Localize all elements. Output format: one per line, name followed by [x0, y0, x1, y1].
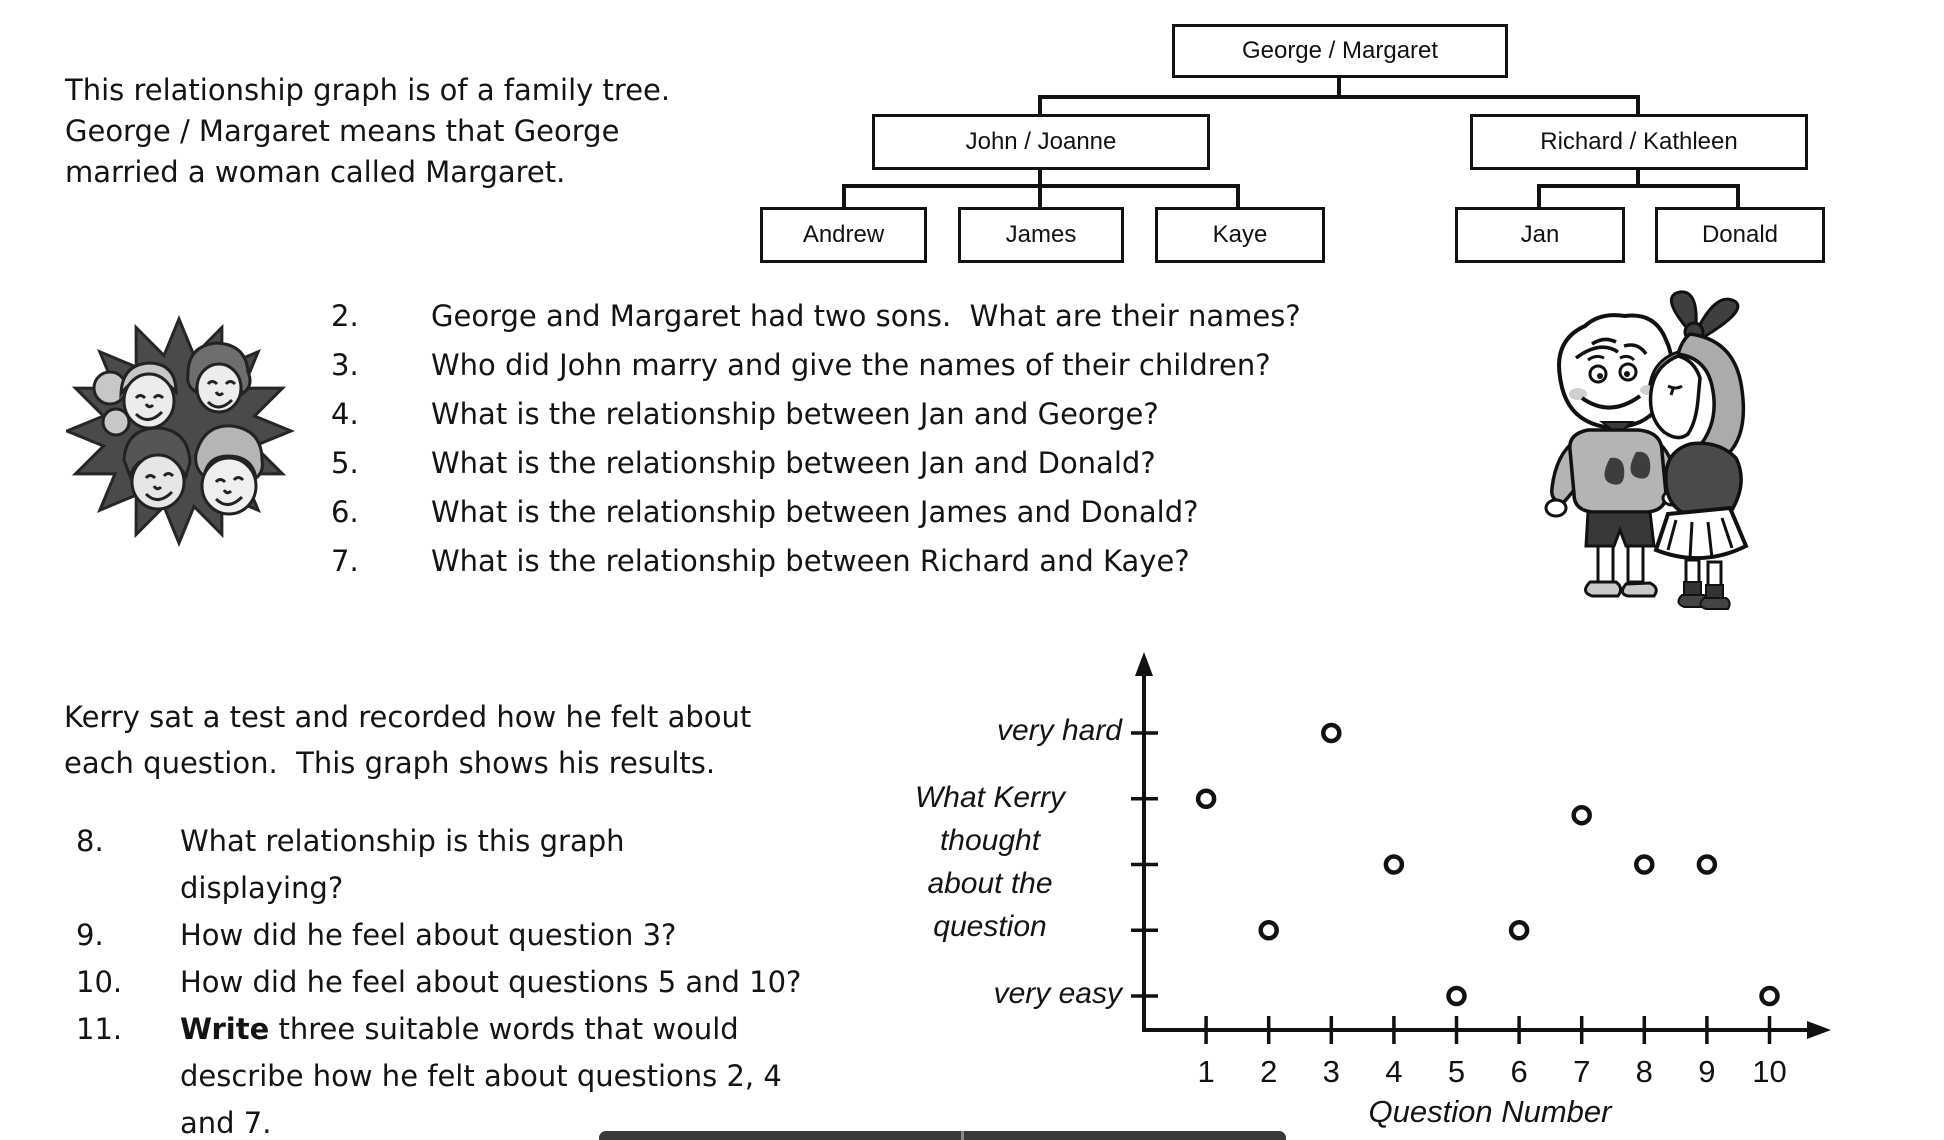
x-axis-title: Question Number	[1368, 1094, 1612, 1129]
question-row: 7. What is the relationship between Rich…	[331, 541, 1511, 590]
tree-box-donald: Donald	[1655, 207, 1825, 263]
face-child-left	[122, 426, 192, 511]
face-girl	[92, 361, 178, 437]
question-row: 11. Write three suitable words that woul…	[76, 1006, 896, 1140]
tree-connector	[1537, 184, 1541, 207]
svg-text:5: 5	[1448, 1054, 1465, 1089]
tree-connector	[1736, 184, 1740, 207]
question-text: Write three suitable words that would de…	[180, 1006, 782, 1140]
tree-box-john-joanne: John / Joanne	[872, 114, 1210, 170]
svg-text:3: 3	[1323, 1054, 1340, 1089]
intro-text: This relationship graph is of a family t…	[65, 73, 671, 189]
y-axis-bottom-label: very easy	[993, 977, 1122, 1010]
kerry-intro-text: Kerry sat a test and recorded how he fel…	[64, 700, 752, 780]
question-number: 7.	[331, 544, 359, 578]
question-number: 4.	[331, 397, 359, 431]
face-child-right	[194, 424, 264, 516]
question-number: 11.	[76, 1012, 123, 1046]
tree-box-kaye: Kaye	[1155, 207, 1325, 263]
question-row: 8. What relationship is this graph displ…	[76, 818, 896, 912]
question-row: 6. What is the relationship between Jame…	[331, 492, 1511, 541]
question-text: Who did John marry and give the names of…	[431, 348, 1271, 382]
svg-text:6: 6	[1510, 1054, 1527, 1089]
tree-connector	[1038, 95, 1042, 115]
question-number: 3.	[331, 348, 359, 382]
tree-connector	[1038, 167, 1042, 186]
question-row: 5. What is the relationship between Jan …	[331, 443, 1511, 492]
question-number: 6.	[331, 495, 359, 529]
svg-text:1: 1	[1197, 1054, 1214, 1089]
question-row: 9. How did he feel about question 3?	[76, 912, 896, 959]
question-number: 9.	[76, 918, 104, 952]
question-row: 10. How did he feel about questions 5 an…	[76, 959, 896, 1006]
girl-figure	[1648, 290, 1749, 610]
svg-text:10: 10	[1752, 1054, 1786, 1089]
question-text: What is the relationship between Jan and…	[431, 446, 1156, 480]
tree-connector	[1636, 95, 1640, 115]
svg-text:8: 8	[1636, 1054, 1653, 1089]
question-text: What is the relationship between James a…	[431, 495, 1199, 529]
family-questions-list: 2. George and Margaret had two sons. Wha…	[331, 296, 1511, 590]
tree-box-george-margaret: George / Margaret	[1172, 24, 1508, 78]
question-text: What is the relationship between Jan and…	[431, 397, 1159, 431]
question-text: What is the relationship between Richard…	[431, 544, 1190, 578]
question-number: 2.	[331, 299, 359, 333]
tree-connector	[1537, 184, 1740, 188]
face-boy	[186, 341, 252, 414]
tree-box-andrew: Andrew	[760, 207, 927, 263]
y-axis-title: What Kerry thought about the question	[914, 781, 1066, 943]
question-text-rest: three suitable words that would describe…	[180, 1012, 782, 1140]
question-text: George and Margaret had two sons. What a…	[431, 299, 1301, 333]
kissing-kids-clipart	[1544, 290, 1749, 610]
question-number: 5.	[331, 446, 359, 480]
question-number: 8.	[76, 824, 104, 858]
question-text: How did he feel about questions 5 and 10…	[180, 965, 802, 999]
tree-box-richard-kathleen: Richard / Kathleen	[1470, 114, 1808, 170]
question-text: What relationship is this graph displayi…	[180, 824, 625, 905]
question-row: 3. Who did John marry and give the names…	[331, 345, 1511, 394]
question-row: 2. George and Margaret had two sons. Wha…	[331, 296, 1511, 345]
y-axis-top-label: very hard	[996, 714, 1122, 747]
tree-box-james: James	[958, 207, 1124, 263]
tree-connector	[1636, 169, 1640, 186]
tree-box-jan: Jan	[1455, 207, 1625, 263]
svg-text:9: 9	[1698, 1054, 1715, 1089]
tree-connector	[1038, 95, 1640, 99]
boy-figure	[1544, 313, 1683, 598]
tree-connector	[1038, 184, 1042, 207]
svg-text:2: 2	[1260, 1054, 1277, 1089]
bottom-box-divider	[961, 1131, 964, 1140]
svg-text:4: 4	[1385, 1054, 1402, 1089]
tree-connector	[1236, 184, 1240, 207]
bold-word: Write	[180, 1012, 270, 1046]
svg-text:7: 7	[1573, 1054, 1590, 1089]
family-faces-clipart	[66, 315, 295, 547]
graph-questions-list: 8. What relationship is this graph displ…	[76, 818, 896, 1140]
question-row: 4. What is the relationship between Jan …	[331, 394, 1511, 443]
bottom-answer-box	[599, 1131, 1286, 1140]
tree-connector	[842, 184, 846, 207]
question-number: 10.	[76, 965, 123, 999]
question-text: How did he feel about question 3?	[180, 918, 677, 952]
tree-connector	[1337, 77, 1341, 97]
